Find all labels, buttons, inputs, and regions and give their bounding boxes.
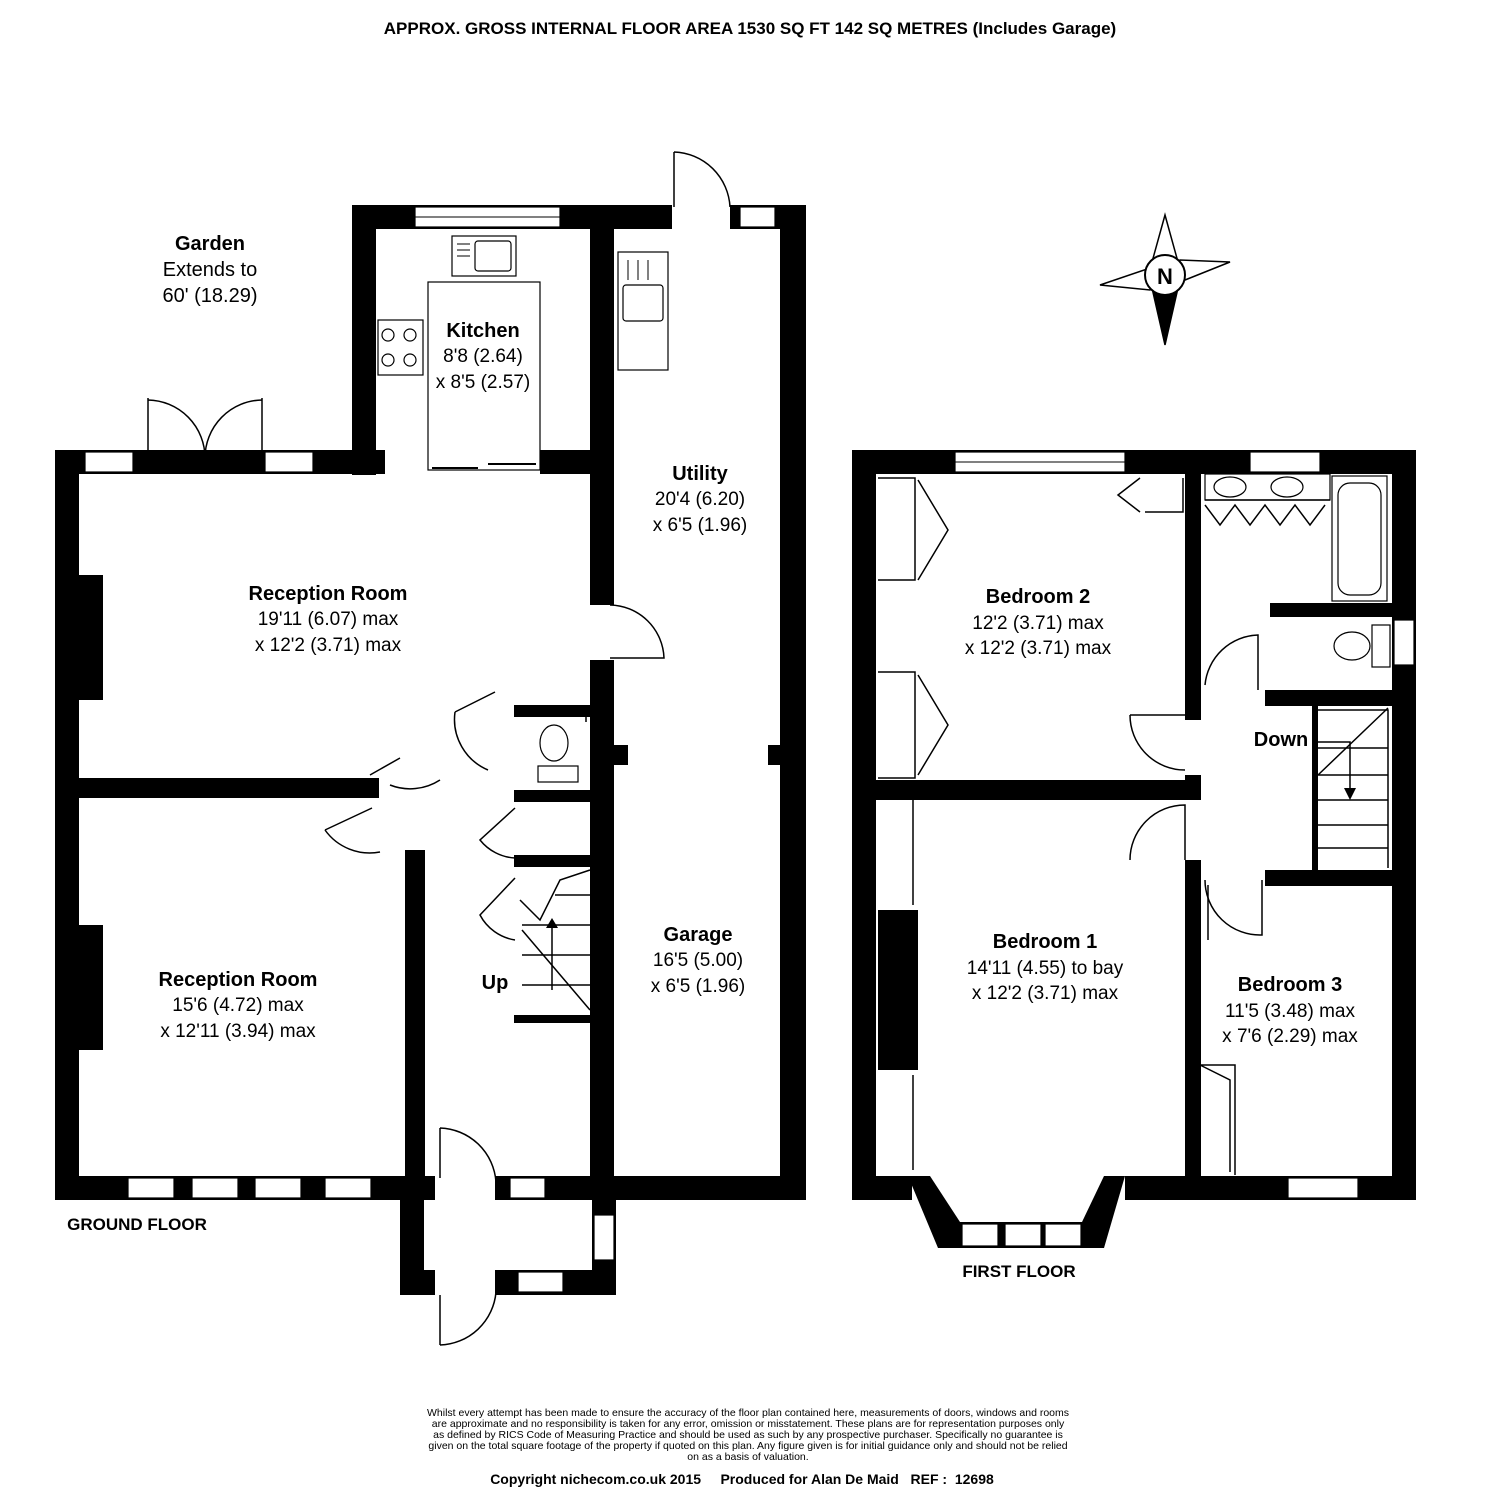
- garage-label: Garage 16'5 (5.00) x 6'5 (1.96): [651, 924, 745, 997]
- room-dimension: 14'11 (4.55) to bay: [967, 958, 1124, 979]
- ground-floor-plan: [55, 151, 806, 1346]
- room-dimension: 8'8 (2.64): [443, 346, 523, 367]
- ground-floor-label: GROUND FLOOR: [67, 1215, 207, 1234]
- disclaimer-line: as defined by RICS Code of Measuring Pra…: [433, 1429, 1063, 1441]
- room-dimension: x 12'2 (3.71) max: [972, 983, 1119, 1004]
- disclaimer-line: given on the total square footage of the…: [428, 1440, 1067, 1452]
- room-name: Bedroom 1: [993, 931, 1097, 953]
- disclaimer: Whilst every attempt has been made to en…: [427, 1407, 1069, 1463]
- bedroom-3-label: Bedroom 3 11'5 (3.48) max x 7'6 (2.29) m…: [1222, 974, 1358, 1047]
- stairs-up-label: Up: [482, 972, 509, 994]
- first-floor-label: FIRST FLOOR: [962, 1262, 1075, 1281]
- room-dimension: 15'6 (4.72) max: [172, 995, 304, 1016]
- room-name: Bedroom 3: [1238, 974, 1342, 996]
- room-dimension: 16'5 (5.00): [653, 950, 743, 971]
- room-dimension: x 12'2 (3.71) max: [965, 638, 1112, 659]
- room-name: Bedroom 2: [986, 586, 1090, 608]
- compass-north-label: N: [1157, 264, 1173, 289]
- first-floor-plan: [852, 450, 1416, 1248]
- room-dimension: x 6'5 (1.96): [653, 515, 747, 536]
- room-dimension: x 7'6 (2.29) max: [1222, 1026, 1358, 1047]
- kitchen-label: Kitchen 8'8 (2.64) x 8'5 (2.57): [436, 320, 530, 393]
- bedroom-1-label: Bedroom 1 14'11 (4.55) to bay x 12'2 (3.…: [967, 931, 1124, 1004]
- room-dimension: 12'2 (3.71) max: [972, 613, 1104, 634]
- room-dimension: 19'11 (6.07) max: [258, 609, 399, 630]
- floor-area-title: APPROX. GROSS INTERNAL FLOOR AREA 1530 S…: [384, 19, 1116, 38]
- room-name: Utility: [672, 463, 728, 485]
- room-dimension: x 6'5 (1.96): [651, 976, 745, 997]
- room-name: Reception Room: [249, 583, 408, 605]
- garden-line1: Extends to: [163, 259, 258, 281]
- disclaimer-line: on as a basis of valuation.: [687, 1451, 808, 1463]
- garden-name: Garden: [175, 233, 245, 255]
- reception-room-rear-label: Reception Room 19'11 (6.07) max x 12'2 (…: [249, 583, 408, 656]
- room-dimension: x 12'2 (3.71) max: [255, 635, 402, 656]
- garden-line2: 60' (18.29): [163, 285, 258, 307]
- room-dimension: 11'5 (3.48) max: [1225, 1001, 1356, 1022]
- bedroom-2-label: Bedroom 2 12'2 (3.71) max x 12'2 (3.71) …: [965, 586, 1112, 659]
- garden-label: Garden Extends to 60' (18.29): [163, 233, 258, 307]
- room-dimension: x 12'11 (3.94) max: [160, 1021, 316, 1042]
- stairs-down-label: Down: [1254, 729, 1308, 751]
- utility-label: Utility 20'4 (6.20) x 6'5 (1.96): [653, 463, 747, 536]
- room-name: Reception Room: [159, 969, 318, 991]
- reception-room-front-label: Reception Room 15'6 (4.72) max x 12'11 (…: [159, 969, 318, 1042]
- copyright-line: Copyright nichecom.co.uk 2015 Produced f…: [490, 1471, 994, 1487]
- disclaimer-line: are approximate and no responsibility is…: [432, 1418, 1065, 1430]
- disclaimer-line: Whilst every attempt has been made to en…: [427, 1407, 1069, 1419]
- room-dimension: 20'4 (6.20): [655, 489, 745, 510]
- room-name: Kitchen: [446, 320, 519, 342]
- room-name: Garage: [664, 924, 733, 946]
- compass-icon: N: [1099, 212, 1231, 346]
- room-dimension: x 8'5 (2.57): [436, 372, 530, 393]
